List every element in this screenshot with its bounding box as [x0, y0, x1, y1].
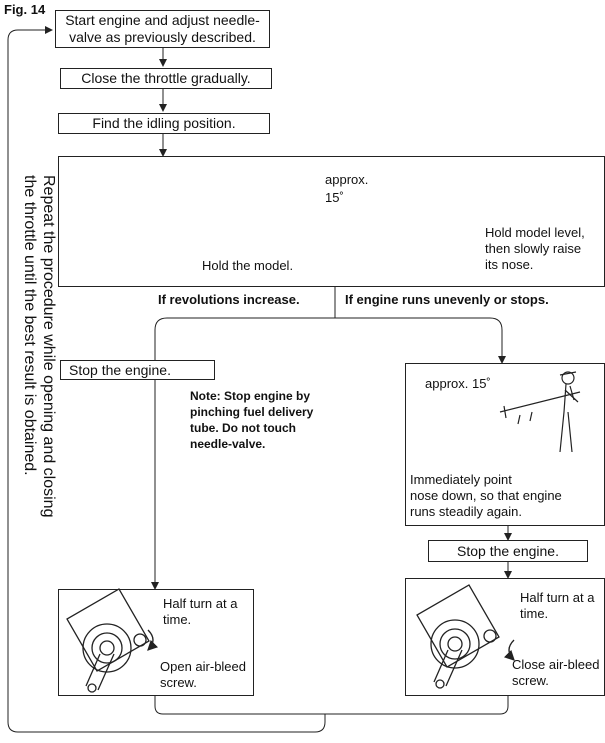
open-air-bleed-line2: screw.	[160, 675, 197, 690]
hold-level-line3: its nose.	[485, 257, 534, 272]
step-start-box: Start engine and adjust needle- valve as…	[55, 10, 270, 48]
immediately-line3: runs steadily again.	[410, 504, 523, 519]
right-approx-label: approx. 15˚	[425, 376, 491, 391]
figure-title: Fig. 14	[4, 2, 46, 17]
note-line1: Note: Stop engine by	[190, 389, 310, 403]
left-half-turn-line2: time.	[163, 612, 192, 627]
hold-level-line1: Hold model level,	[485, 225, 585, 240]
illustration-panel	[58, 156, 605, 287]
left-half-turn-line1: Half turn at a	[163, 596, 238, 611]
close-air-bleed-line2: screw.	[512, 673, 549, 688]
side-instruction: Repeat the procedure while opening and c…	[20, 175, 58, 517]
note-line2: pinching fuel delivery	[190, 405, 314, 419]
branch-right-label: If engine runs unevenly or stops.	[345, 292, 549, 307]
step-close-box: Close the throttle gradually.	[60, 68, 272, 89]
engine-left-icon	[66, 588, 159, 693]
bottom-bracket	[154, 696, 509, 715]
close-air-bleed-line1: Close air-bleed	[512, 657, 600, 672]
side-instruction-line1: Repeat the procedure while opening and c…	[40, 175, 57, 518]
right-stop-engine-box: Stop the engine.	[428, 540, 588, 562]
step-find-box: Find the idling position.	[58, 113, 270, 134]
immediately-line1: Immediately point	[410, 472, 512, 487]
branch-left-label: If revolutions increase.	[158, 292, 300, 307]
step-start-line1: Start engine and adjust needle-	[65, 12, 260, 28]
open-air-bleed-line1: Open air-bleed	[160, 659, 246, 674]
hold-model-label: Hold the model.	[202, 258, 294, 273]
approx-label-line2: 15˚	[325, 190, 344, 205]
right-half-turn-line1: Half turn at a	[520, 590, 595, 605]
side-instruction-line2: the throttle until the best result is ob…	[21, 175, 38, 476]
feedback-loop-arrow	[7, 26, 326, 733]
branch-bracket	[154, 317, 503, 360]
left-engine-panel	[58, 589, 254, 696]
hold-level-line2: then slowly raise	[485, 241, 582, 256]
immediately-line2: nose down, so that engine	[410, 488, 562, 503]
left-stop-engine-box: Stop the engine.	[60, 360, 215, 380]
person-nose-down-icon	[499, 371, 581, 453]
note-line3: tube. Do not touch	[190, 421, 296, 435]
note-line4: needle-valve.	[190, 437, 266, 451]
step-start-line2: valve as previously described.	[69, 29, 256, 45]
approx-label-line1: approx.	[325, 172, 369, 187]
engine-right-icon	[416, 584, 515, 689]
right-half-turn-line2: time.	[520, 606, 549, 621]
